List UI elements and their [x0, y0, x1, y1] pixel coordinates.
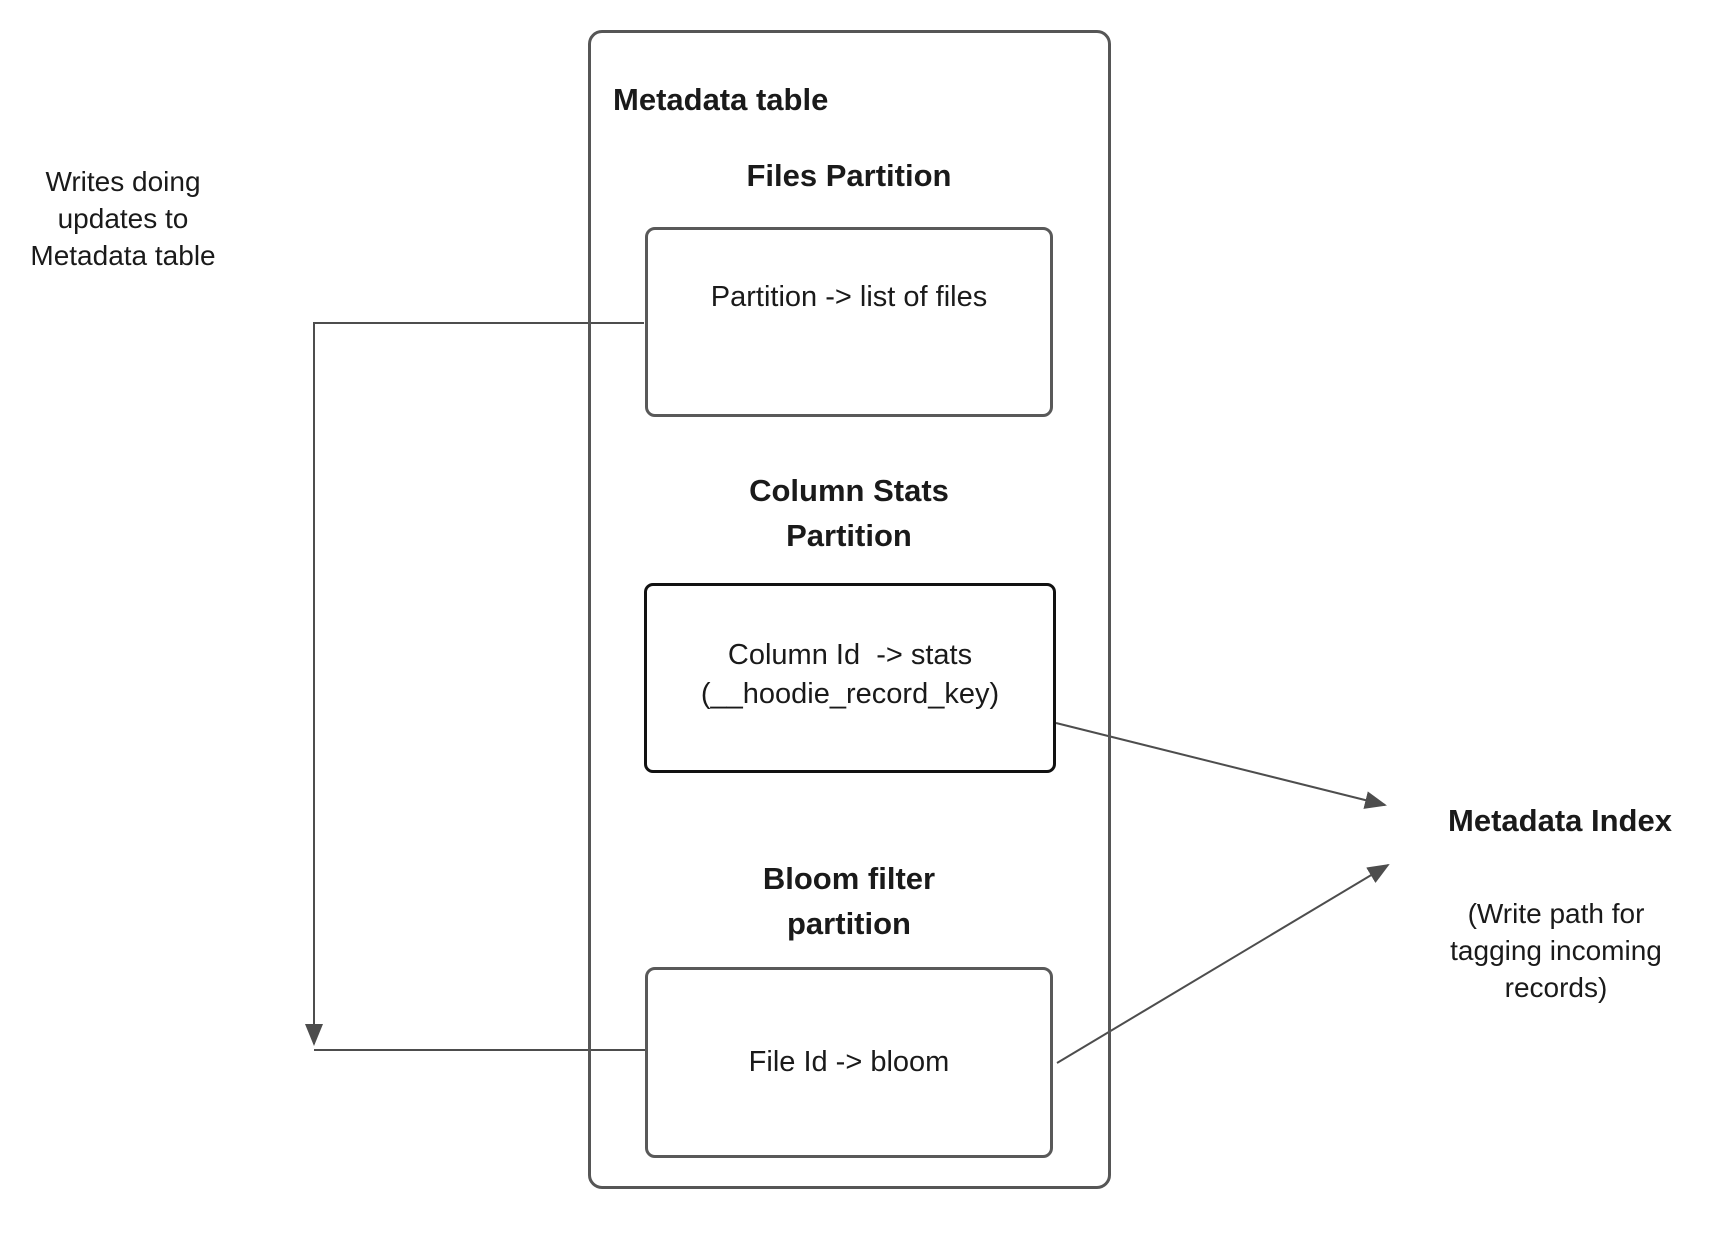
metadata-index-note: (Write path for tagging incoming records… — [1450, 898, 1662, 1003]
column-stats-partition-box: Column Id -> stats (__hoodie_record_key) — [644, 583, 1056, 773]
writes-updates-note: Writes doing updates to Metadata table — [30, 166, 216, 271]
column-stats-partition-mapping: Column Id -> stats (__hoodie_record_key) — [700, 639, 1000, 710]
metadata-table-title: Metadata table — [613, 82, 829, 117]
bloom-filter-partition-heading: Bloom filter partition — [762, 861, 936, 941]
files-partition-mapping: Partition -> list of files — [710, 280, 988, 313]
files-partition-heading: Files Partition — [746, 158, 952, 193]
bloom-filter-partition-mapping: File Id -> bloom — [748, 1046, 950, 1078]
metadata-index-title: Metadata Index — [1448, 803, 1672, 838]
bloom-filter-partition-box: File Id -> bloom — [645, 967, 1053, 1158]
files-partition-box: Partition -> list of files — [645, 227, 1053, 417]
metadata-table-box — [588, 30, 1111, 1189]
column-stats-partition-heading: Column Stats Partition — [749, 473, 949, 553]
